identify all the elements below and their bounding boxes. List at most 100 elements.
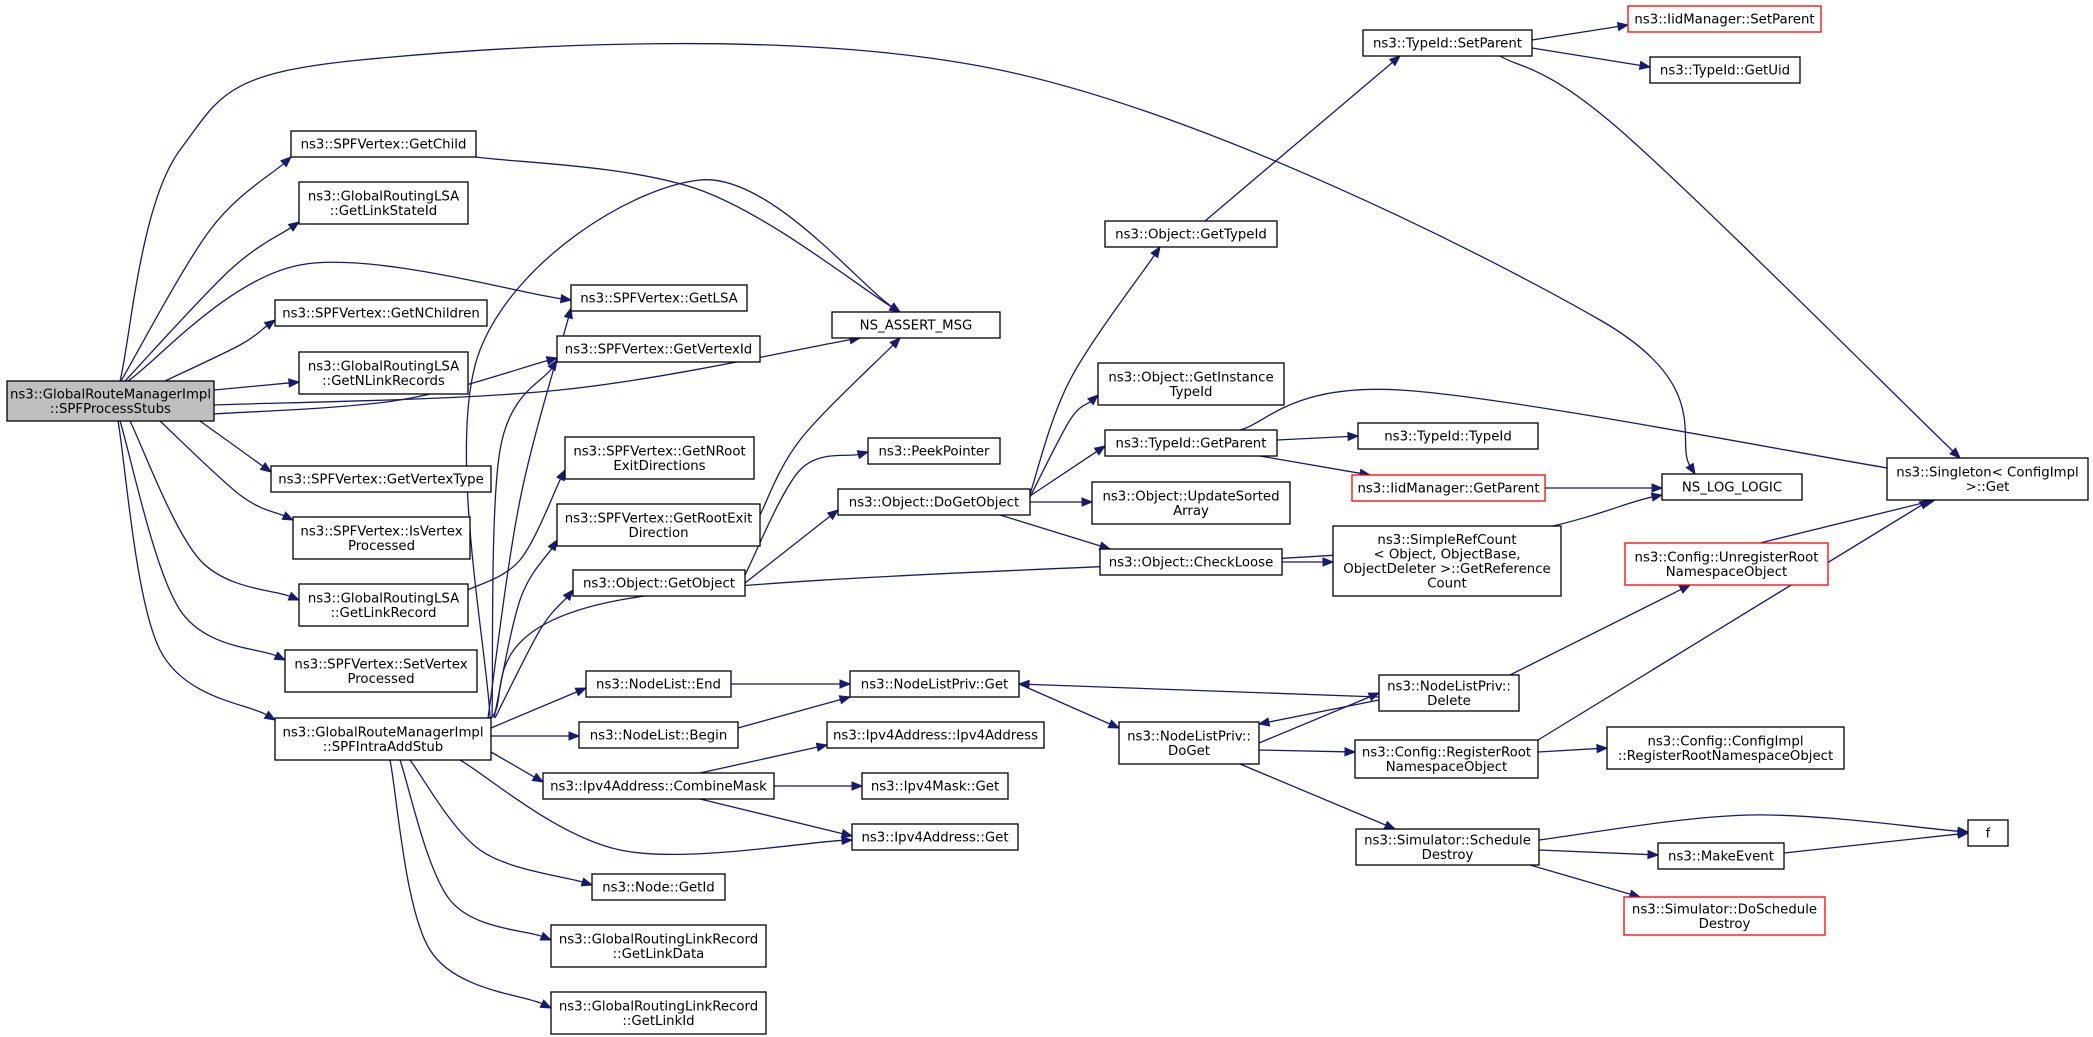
node-box[interactable] [1354,739,1539,779]
node-typeidtypeid[interactable]: ns3::TypeId::TypeId [1357,422,1539,450]
node-box[interactable] [556,335,761,363]
node-getlinkdata[interactable]: ns3::GlobalRoutingLinkRecord::GetLinkDat… [550,924,767,968]
node-iidgetparent[interactable]: ns3::IidManager::GetParent [1351,474,1546,502]
node-box[interactable] [274,299,488,327]
node-nodelistbegin[interactable]: ns3::NodeList::Begin [578,721,739,749]
node-box[interactable] [1378,674,1520,712]
node-box[interactable] [837,488,1031,516]
node-box[interactable] [591,873,726,901]
node-box[interactable] [1627,5,1822,33]
node-intraaddstub[interactable]: ns3::GlobalRouteManagerImpl::SPFIntraAdd… [274,717,492,761]
node-f[interactable]: f [1967,819,2009,847]
node-box[interactable] [572,569,746,597]
node-box[interactable] [1099,548,1283,576]
node-combinemask[interactable]: ns3::Ipv4Address::CombineMask [542,772,775,800]
node-box[interactable] [1967,819,2009,847]
node-box[interactable] [1357,422,1539,450]
node-box[interactable] [570,284,748,312]
node-getvertexid[interactable]: ns3::SPFVertex::GetVertexId [556,335,761,363]
node-ipv4addrget[interactable]: ns3::Ipv4Address::Get [851,823,1019,851]
node-box[interactable] [556,503,761,547]
node-box[interactable] [1091,481,1291,525]
node-box[interactable] [1649,56,1801,84]
node-box[interactable] [1606,726,1845,770]
node-box[interactable] [270,465,492,493]
node-box[interactable] [1097,362,1285,406]
node-box[interactable] [292,516,471,560]
node-checkloose[interactable]: ns3::Object::CheckLoose [1099,548,1283,576]
node-nodelistend[interactable]: ns3::NodeList::End [585,670,732,698]
node-box[interactable] [1351,474,1546,502]
node-box[interactable] [298,181,469,225]
node-getlinkstateid[interactable]: ns3::GlobalRoutingLSA::GetLinkStateId [298,181,469,225]
node-getchild[interactable]: ns3::SPFVertex::GetChild [290,130,477,158]
node-box[interactable] [274,717,492,761]
node-box[interactable] [585,670,732,698]
node-configimplregister[interactable]: ns3::Config::ConfigImpl::RegisterRootNam… [1606,726,1845,770]
node-nodelistprivdoget[interactable]: ns3::NodeListPriv::DoGet [1118,721,1260,765]
node-dogetobject[interactable]: ns3::Object::DoGetObject [837,488,1031,516]
node-box[interactable] [1104,429,1278,457]
node-registerroot[interactable]: ns3::Config::RegisterRootNamespaceObject [1354,739,1539,779]
node-iidsetparent[interactable]: ns3::IidManager::SetParent [1627,5,1822,33]
node-box[interactable] [849,670,1020,698]
node-ipv4addrctor[interactable]: ns3::Ipv4Address::Ipv4Address [826,721,1045,749]
node-getvertextype[interactable]: ns3::SPFVertex::GetVertexType [270,465,492,493]
node-box[interactable] [861,772,1009,800]
node-singletonget[interactable]: ns3::Singleton< ConfigImpl >::Get [1886,457,2089,501]
node-nsassertmsg[interactable]: NS_ASSERT_MSG [831,311,1001,339]
node-box[interactable] [831,311,1001,339]
node-unregisterroot[interactable]: ns3::Config::UnregisterRootNamespaceObje… [1624,542,1829,586]
node-ipv4maskget[interactable]: ns3::Ipv4Mask::Get [861,772,1009,800]
node-getnchildren[interactable]: ns3::SPFVertex::GetNChildren [274,299,488,327]
node-box[interactable] [298,583,469,627]
node-getreferencecount[interactable]: ns3::SimpleRefCount< Object, ObjectBase,… [1332,525,1562,597]
node-getlsa[interactable]: ns3::SPFVertex::GetLSA [570,284,748,312]
node-getlinkid[interactable]: ns3::GlobalRoutingLinkRecord::GetLinkId [550,991,767,1035]
node-box[interactable] [284,649,478,693]
node-box[interactable] [1118,721,1260,765]
node-box[interactable] [851,823,1019,851]
node-getobject[interactable]: ns3::Object::GetObject [572,569,746,597]
node-box[interactable] [298,351,469,395]
node-box[interactable] [564,436,755,480]
node-box[interactable] [1362,29,1533,57]
node-typeidgetuid[interactable]: ns3::TypeId::GetUid [1649,56,1801,84]
node-box[interactable] [1355,828,1540,866]
node-box[interactable] [1104,220,1278,248]
node-objgettypeid[interactable]: ns3::Object::GetTypeId [1104,220,1278,248]
node-box[interactable] [1661,473,1803,501]
node-box[interactable] [867,437,1001,465]
node-box[interactable] [1623,896,1826,936]
node-box[interactable] [290,130,477,158]
node-box[interactable] [1624,542,1829,586]
node-root[interactable]: ns3::GlobalRouteManagerImpl::SPFProcessS… [6,380,215,422]
node-box[interactable] [542,772,775,800]
node-box[interactable] [578,721,739,749]
node-nsloglogic[interactable]: NS_LOG_LOGIC [1661,473,1803,501]
node-box[interactable] [1657,842,1785,870]
node-box[interactable] [6,380,215,422]
node-typeidgetparent[interactable]: ns3::TypeId::GetParent [1104,429,1278,457]
node-box[interactable] [550,991,767,1035]
node-box[interactable] [1886,457,2089,501]
node-makeevent[interactable]: ns3::MakeEvent [1657,842,1785,870]
node-getnlinkrecords[interactable]: ns3::GlobalRoutingLSA::GetNLinkRecords [298,351,469,395]
node-nodegetid[interactable]: ns3::Node::GetId [591,873,726,901]
node-box[interactable] [550,924,767,968]
node-box[interactable] [1332,525,1562,597]
node-peekpointer[interactable]: ns3::PeekPointer [867,437,1001,465]
node-getlinkrecord[interactable]: ns3::GlobalRoutingLSA::GetLinkRecord [298,583,469,627]
node-nodelistprivdelete[interactable]: ns3::NodeListPriv::Delete [1378,674,1520,712]
node-box[interactable] [826,721,1045,749]
node-typeidsetparent[interactable]: ns3::TypeId::SetParent [1362,29,1533,57]
node-nodelistprivget[interactable]: ns3::NodeListPriv::Get [849,670,1020,698]
